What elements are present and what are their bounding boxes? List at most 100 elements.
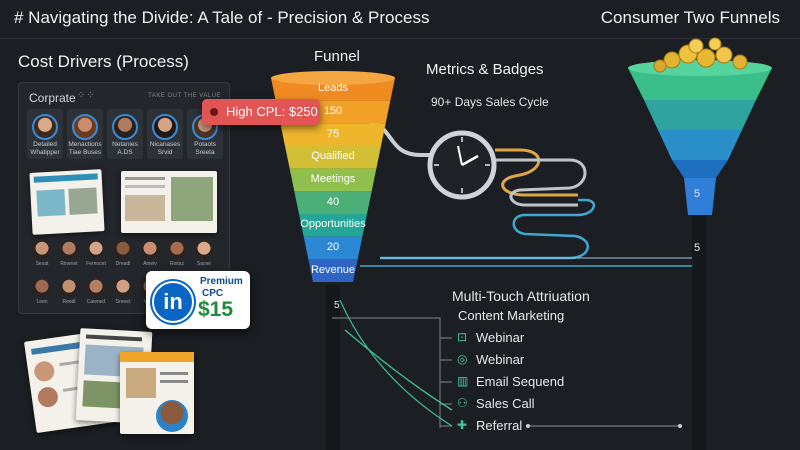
high-cpl-badge: High CPL: $250 bbox=[202, 99, 320, 125]
contact-caption: Sesat bbox=[35, 261, 49, 267]
contact-caption: Rinenet bbox=[60, 261, 78, 267]
page-title: # Navigating the Divide: A Tale of - Pre… bbox=[14, 8, 430, 27]
metrics-title: Metrics & Badges bbox=[426, 61, 544, 78]
avatar bbox=[33, 279, 51, 297]
avatar bbox=[141, 241, 159, 259]
chat-swirl-icon: ◎ bbox=[457, 352, 468, 366]
alert-dot-icon bbox=[210, 108, 218, 116]
premium-label: Premium bbox=[200, 276, 243, 287]
touchpoint-label: Webinar bbox=[476, 352, 525, 367]
gold-coins-icon bbox=[653, 37, 748, 73]
avatar bbox=[87, 241, 105, 259]
cost-drivers-title: Cost Drivers (Process) bbox=[18, 52, 189, 71]
linkedin-logo-icon: in bbox=[152, 281, 194, 323]
avatar bbox=[156, 400, 188, 432]
profile-card bbox=[147, 109, 183, 159]
funnel-stage-label: Leads bbox=[318, 82, 348, 95]
header-divider bbox=[0, 38, 800, 39]
attribution-curve bbox=[339, 299, 453, 427]
contact-caption: Sreeet bbox=[115, 299, 131, 305]
cpc-label: CPC bbox=[202, 288, 224, 299]
consumer-funnel-band bbox=[628, 68, 772, 100]
contact-caption: Riotaz bbox=[169, 261, 185, 267]
cpc-price: $15 bbox=[198, 298, 234, 321]
contact-caption: Sacee bbox=[196, 261, 212, 267]
attribution-trunk bbox=[332, 317, 441, 428]
profile-card bbox=[67, 109, 103, 159]
touchpoint-label: Webinar bbox=[476, 330, 525, 345]
bar-chart-icon: ▥ bbox=[457, 374, 469, 388]
crm-title: Corprate bbox=[29, 91, 76, 105]
consumer-funnel-band bbox=[658, 130, 742, 160]
avatar bbox=[114, 279, 132, 297]
funnel-band-4 bbox=[289, 168, 377, 192]
funnel-band-3 bbox=[285, 146, 381, 169]
funnel-band-2 bbox=[280, 123, 386, 146]
contact-caption: Fernocet bbox=[86, 261, 106, 267]
contact-caption: Leen bbox=[36, 299, 48, 305]
funnel-band-6 bbox=[299, 214, 367, 237]
clock-hand bbox=[461, 154, 479, 167]
avatar bbox=[87, 279, 105, 297]
funnel-stage-label: Qualified bbox=[311, 150, 355, 163]
attribution-curve bbox=[344, 329, 453, 411]
funnel-stage-label: Opportunities bbox=[300, 218, 366, 231]
gift-icon: ✚ bbox=[457, 418, 468, 432]
sales-cycle-label: 90+ Days Sales Cycle bbox=[431, 95, 549, 109]
touchpoint-label: Sales Call bbox=[476, 396, 535, 411]
funnel-band-8 bbox=[308, 259, 358, 282]
contact-caption: Dreadl bbox=[115, 261, 131, 267]
contact-caption: Cawned bbox=[86, 299, 106, 305]
attribution-subtitle: Content Marketing bbox=[458, 308, 565, 323]
touchpoint-label: Referral bbox=[476, 418, 523, 433]
linkedin-cpc-card: in Premium CPC $15 bbox=[146, 271, 250, 329]
funnel-stem-label: 5 bbox=[334, 300, 340, 311]
person-screen-icon: ⊡ bbox=[457, 330, 468, 344]
consumer-funnel-value: 5 bbox=[694, 188, 701, 200]
consumer-funnel-stem-top bbox=[684, 178, 716, 215]
avatar bbox=[168, 241, 186, 259]
cycle-line-orange bbox=[495, 148, 578, 197]
crm-tag: TAKE OUT THE VALUE bbox=[148, 93, 221, 99]
avatar bbox=[152, 114, 178, 140]
cycle-line-blue bbox=[380, 198, 596, 260]
avatar bbox=[195, 241, 213, 259]
grid-icon: ⁘⁘ bbox=[77, 90, 96, 101]
consumer-funnels-title: Consumer Two Funnels bbox=[600, 8, 780, 27]
document-page bbox=[120, 352, 194, 434]
funnel-stage-label: 40 bbox=[326, 195, 340, 208]
clock-hand bbox=[457, 145, 463, 166]
contact-caption: Anieiv bbox=[143, 261, 157, 267]
contact-caption: Reedl bbox=[62, 299, 76, 305]
funnel-band-5 bbox=[294, 191, 372, 214]
avatar bbox=[32, 114, 58, 140]
avatar bbox=[60, 279, 78, 297]
funnel-band-7 bbox=[303, 236, 363, 260]
report-document bbox=[121, 171, 217, 233]
funnel-stage-label: Meetings bbox=[310, 173, 356, 185]
cycle-line-grey bbox=[495, 158, 587, 207]
profile-card bbox=[107, 109, 143, 159]
consumer-funnel-band bbox=[644, 100, 756, 130]
funnel-stage-label: 150 bbox=[323, 105, 343, 117]
funnel-stage-label: 20 bbox=[326, 241, 340, 253]
funnel-stage-label: 75 bbox=[326, 127, 340, 140]
touchpoint-label: Email Sequend bbox=[476, 374, 565, 389]
consumer-line-value: 5 bbox=[694, 242, 701, 254]
avatar bbox=[112, 114, 138, 140]
avatar bbox=[33, 241, 51, 259]
avatar bbox=[114, 241, 132, 259]
consumer-funnel-stem bbox=[692, 200, 706, 450]
avatar bbox=[72, 114, 98, 140]
funnel-title: Funnel bbox=[314, 48, 360, 65]
avatar bbox=[60, 241, 78, 259]
consumer-funnel-band bbox=[672, 160, 728, 178]
funnel-stage-label: Revenue bbox=[310, 263, 356, 276]
